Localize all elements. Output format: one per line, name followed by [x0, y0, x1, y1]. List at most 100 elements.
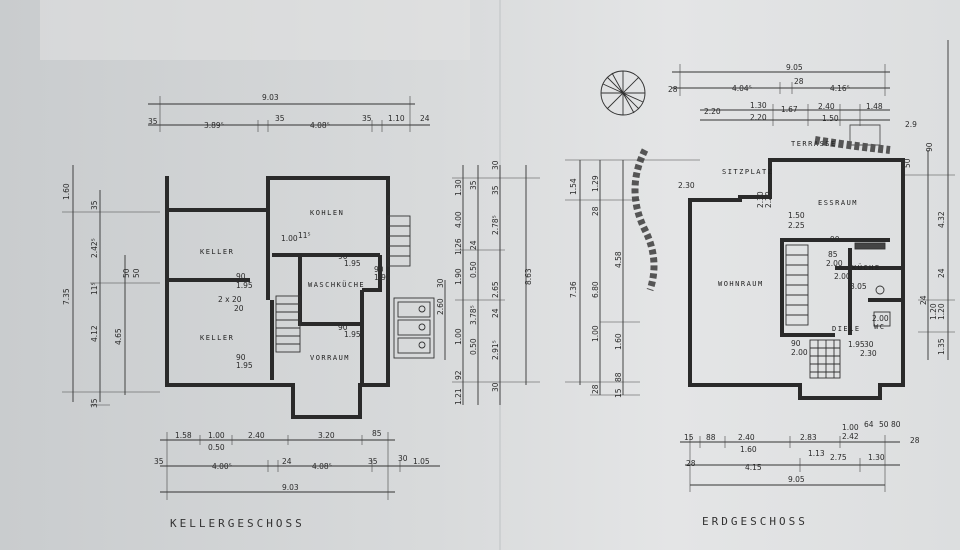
gf-bot-o: 1.30	[868, 453, 885, 462]
gf-left-i: 88	[614, 372, 623, 382]
bm-bot-r2-4: 4.08⁵	[312, 462, 332, 471]
bm-bot-r1-6: 85	[372, 429, 382, 438]
bm-right-m: 2.91⁵	[491, 340, 500, 360]
bm-inner-b2: 1.95	[236, 281, 253, 290]
gf-bot-c: 2.40	[738, 433, 755, 442]
gf-right-e: 24	[937, 268, 946, 278]
room-wc: WC	[874, 323, 885, 331]
gf-right-f: 1.20	[929, 303, 938, 320]
tree-icon	[600, 70, 646, 116]
ground-floor-plan: 9.05 28 4.04⁵ 28 4.16⁵ 2.20 1.30 2.20 2.…	[565, 40, 955, 528]
bm-right-s: 2.60	[436, 298, 445, 315]
gf-left-f: 4.58	[614, 251, 623, 268]
stone-path	[631, 124, 891, 292]
gf-left-h: 1.60	[614, 333, 623, 350]
gf-bot-n: 2.75	[830, 453, 847, 462]
room-essraum: ESSRAUM	[818, 199, 858, 207]
bm-right-o: 0.50	[469, 338, 478, 355]
bm-right-i: 2.65	[491, 281, 500, 298]
bm-bot-r2-5: 35	[368, 457, 378, 466]
gf-inner-p: 2.00	[872, 314, 889, 323]
gf-inner-o: 30	[864, 340, 874, 349]
gf-bot-b: 88	[706, 433, 716, 442]
bm-left-d4: 7.35	[62, 288, 71, 305]
bm-inner-d: 2 x 20	[218, 295, 242, 304]
basement-title: KELLERGESCHOSS	[170, 517, 305, 530]
ground-title: ERDGESCHOSS	[702, 515, 808, 528]
bm-right-h: 3.78⁵	[469, 305, 478, 325]
room-waschkueche: WASCHKÜCHE	[308, 280, 365, 289]
gf-top-total: 9.05	[786, 63, 803, 72]
gf-bot-f: 1.00	[842, 423, 859, 432]
gf-left-a: 1.54	[569, 178, 578, 195]
bm-right-q: 1.21	[454, 388, 463, 405]
gf-top-b: 4.04⁵	[732, 84, 752, 93]
bm-right-a: 1.30	[454, 179, 463, 196]
gf-top-j: 1.67	[781, 105, 798, 114]
basement-top-d2: 35	[275, 114, 285, 123]
gf-bot-a: 15	[684, 433, 694, 442]
basement-plan: 9.03 35 3.89⁵ 35 4.08⁵ 35 1.10 24	[62, 93, 540, 530]
bm-inner-a2: 11⁵	[298, 231, 311, 240]
bm-inner-e: 90	[374, 265, 384, 274]
bm-right-f: 24	[469, 240, 478, 250]
gf-bot-j: 80	[891, 420, 901, 429]
gf-inner-l: 2.00	[791, 348, 808, 357]
bm-bot-total: 9.03	[282, 483, 299, 492]
bm-right-e: 30	[491, 160, 500, 170]
bm-right-c: 1.26	[454, 238, 463, 255]
gf-bot-k: 28	[910, 436, 920, 445]
room-kueche: KÜCHE	[852, 263, 881, 272]
bm-bot-r2-7: 1.05	[413, 457, 430, 466]
gf-inner-e: 2.20	[764, 191, 773, 208]
bm-inner-d2: 20	[234, 304, 244, 313]
gf-right-b: 50	[903, 158, 912, 168]
bm-inner-g2: 1.95	[236, 361, 253, 370]
bm-left-d5: 11⁵	[90, 282, 99, 295]
bm-inner-a: 1.00	[281, 234, 298, 243]
bm-right-r: 8.63	[524, 268, 533, 285]
gf-inner-i: 90	[830, 235, 840, 244]
bm-bot-r1-2: 1.00	[208, 431, 225, 440]
bm-bot-r1-3: 0.50	[208, 443, 225, 452]
bm-inner-f: 90	[338, 323, 348, 332]
bm-right-j: 1.90	[454, 268, 463, 285]
gf-right-g: 1.20	[937, 303, 946, 320]
bm-bot-r2-1: 35	[154, 457, 164, 466]
gf-inner-j: 2.00	[834, 272, 851, 281]
bm-left-d7: 4.65	[114, 328, 123, 345]
bm-left-d2: 35	[90, 200, 99, 210]
bm-left-d1: 1.60	[62, 183, 71, 200]
bm-left-d8: 35	[90, 398, 99, 408]
gf-inner-k: 90	[791, 339, 801, 348]
bm-inner-e2: 1.95	[374, 273, 391, 282]
gf-right-i: 2.9	[905, 120, 917, 129]
gf-left-g: 1.00	[591, 325, 600, 342]
room-terrasse: TERRASSE	[791, 140, 837, 148]
gf-bot-l: 4.15	[745, 463, 762, 472]
gf-top-i: 1.48	[866, 102, 883, 111]
gf-inner-h: 3.05	[850, 282, 867, 291]
bm-bot-r1-1: 1.58	[175, 431, 192, 440]
gf-left-b: 28	[591, 206, 600, 216]
bm-bot-r2-6: 30	[398, 454, 408, 463]
gf-left-e: 6.80	[591, 281, 600, 298]
bm-bot-r2-2: 4.00⁵	[212, 462, 232, 471]
gf-top-k: 1.50	[822, 114, 839, 123]
gf-inner-c: 2.25	[788, 221, 805, 230]
bm-inner-c: 90	[338, 252, 348, 261]
bm-inner-f2: 1.95	[344, 330, 361, 339]
room-vorraum: VORRAUM	[310, 354, 350, 362]
gf-bot-d: 1.60	[740, 445, 757, 454]
gf-top-h: 2.40	[818, 102, 835, 111]
gf-bot-e: 2.83	[800, 433, 817, 442]
bm-right-n: 1.00	[454, 328, 463, 345]
bm-right-k: 0.50	[469, 261, 478, 278]
bm-right-p: 92	[454, 370, 463, 380]
gf-top-f: 1.30	[750, 101, 767, 110]
bm-inner-b: 90	[236, 272, 246, 281]
basement-top-d6: 24	[420, 114, 430, 123]
bm-right-b: 4.00	[454, 211, 463, 228]
gf-top-e: 2.20	[704, 107, 721, 116]
